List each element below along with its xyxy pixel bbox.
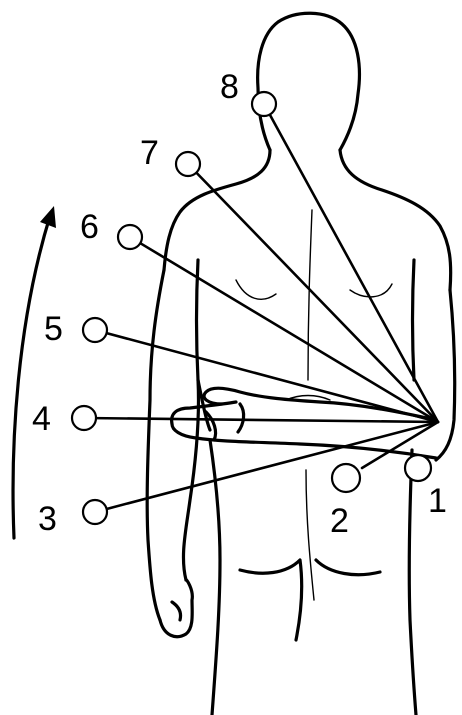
ray-line-4 — [96, 418, 438, 422]
position-label-1: 1 — [428, 482, 447, 520]
head-outline — [258, 13, 360, 150]
ray-line-3 — [107, 422, 438, 509]
position-label-4: 4 — [32, 400, 51, 438]
position-label-7: 7 — [140, 134, 159, 172]
position-marker-2 — [332, 464, 360, 492]
position-marker-1 — [405, 455, 431, 481]
position-label-3: 3 — [38, 500, 57, 538]
human-figure — [147, 13, 455, 715]
shoulder-blade-left — [236, 280, 276, 299]
left-hand — [160, 580, 192, 637]
position-marker-8 — [252, 92, 276, 116]
position-marker-6 — [118, 225, 142, 249]
position-label-6: 6 — [80, 208, 99, 246]
buttocks-right — [316, 560, 380, 575]
right-arm-outer — [436, 290, 455, 460]
position-marker-3 — [83, 500, 107, 524]
curved-arrow-icon — [13, 206, 56, 538]
right-torso-side — [409, 260, 416, 715]
spine-line — [306, 210, 314, 600]
right-neck-shoulder — [340, 150, 451, 290]
position-marker-5 — [83, 318, 107, 342]
ray-line-5 — [107, 333, 438, 422]
position-label-8: 8 — [220, 68, 239, 106]
position-marker-7 — [176, 152, 200, 176]
position-label-2: 2 — [330, 502, 349, 540]
left-arm-outer — [147, 270, 164, 620]
position-marker-4 — [72, 406, 96, 430]
position-label-5: 5 — [44, 310, 63, 348]
buttocks-left — [240, 560, 302, 640]
shoulder-blade-right — [350, 284, 392, 297]
